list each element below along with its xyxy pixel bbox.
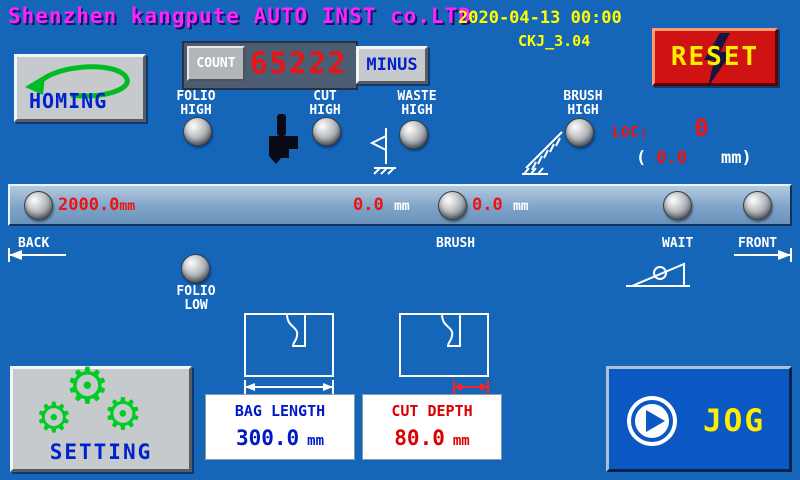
bag-length-box[interactable]: BAG LENGTH 300.0 mm xyxy=(205,394,355,460)
jog-label: JOG xyxy=(703,403,765,439)
minus-label: MINUS xyxy=(366,55,418,75)
brush-icon xyxy=(522,131,563,175)
company-title: Shenzhen kangpute AUTO INST co.LTD xyxy=(8,4,472,28)
pos3-value: 0.0 xyxy=(472,195,503,215)
bag-shape-cut-icon xyxy=(399,313,489,377)
firmware-version: CKJ_3.04 xyxy=(518,32,591,50)
back-position-value: 2000.0mm xyxy=(58,195,135,215)
folio-low-lamp[interactable] xyxy=(181,254,210,283)
waste-icon xyxy=(369,128,396,175)
setting-label: SETTING xyxy=(49,440,153,464)
brush-high-lamp[interactable] xyxy=(565,118,594,147)
zone-front-label: FRONT xyxy=(738,236,778,251)
count-value: 65222 xyxy=(250,46,348,80)
reset-button[interactable]: RESET xyxy=(652,28,778,87)
loc-paren-close: ) xyxy=(741,148,752,168)
loc-paren-open: ( xyxy=(636,148,647,168)
back-limit-arrow-icon xyxy=(8,248,66,262)
folio-high-label: FOLIO HIGH xyxy=(176,89,216,118)
brush-position-value: 0.0 mm xyxy=(353,195,410,215)
cut-depth-box[interactable]: CUT DEPTH 80.0 mm xyxy=(362,394,502,460)
count-label: COUNT xyxy=(196,56,236,71)
setting-button[interactable]: ⚙ ⚙ ⚙ SETTING xyxy=(10,361,192,472)
brush-position-lamp[interactable] xyxy=(438,191,467,220)
counter-panel: COUNT 65222 xyxy=(182,41,358,90)
homing-button[interactable]: HOMING xyxy=(14,54,146,122)
pos2-unit: mm xyxy=(393,199,410,214)
zone-wait-label: WAIT xyxy=(662,236,694,251)
gear-icon: ⚙ xyxy=(35,393,73,442)
bag-shape-length-icon xyxy=(244,313,334,377)
play-icon xyxy=(627,396,677,446)
minus-button[interactable]: MINUS xyxy=(356,46,428,84)
lightning-icon xyxy=(704,33,732,87)
jog-button[interactable]: JOG xyxy=(606,366,792,472)
cut-depth-dim-arrow-icon xyxy=(453,380,489,394)
loc-sub-value: 0.0 xyxy=(656,148,687,168)
datetime-display: 2020-04-13 00:00 xyxy=(458,8,622,28)
gear-icon: ⚙ xyxy=(65,357,110,415)
cut-depth-unit: mm xyxy=(452,433,470,449)
pos2-value: 0.0 xyxy=(353,195,384,215)
zone-brush-label: BRUSH xyxy=(436,236,476,251)
position-bar: 2000.0mm 0.0 mm 0.0 mm xyxy=(8,184,792,226)
loc-sub-unit: mm xyxy=(720,148,742,168)
homing-label: HOMING xyxy=(29,89,108,113)
loc-sub-readout: ( 0.0 mm ) xyxy=(636,148,782,168)
wait-position-value: 0.0 mm xyxy=(472,195,529,215)
back-position-lamp[interactable] xyxy=(24,191,53,220)
cut-depth-value-row: 80.0 mm xyxy=(363,426,501,450)
cut-depth-title: CUT DEPTH xyxy=(391,402,473,420)
reset-label: RESET xyxy=(670,42,760,72)
wait-position-lamp[interactable] xyxy=(663,191,692,220)
pos3-unit: mm xyxy=(512,199,529,214)
pos1-value: 2000.0 xyxy=(58,195,120,215)
zone-back-label: BACK xyxy=(18,236,50,251)
loc-value: 0 xyxy=(694,114,709,142)
cut-depth-value: 80.0 xyxy=(394,426,445,450)
waste-high-lamp[interactable] xyxy=(399,120,428,149)
bag-length-unit: mm xyxy=(307,433,325,449)
brush-high-label: BRUSH HIGH xyxy=(563,89,603,118)
bag-length-value: 300.0 xyxy=(235,426,300,450)
return-arrow-icon xyxy=(25,64,130,99)
cut-high-label: CUT HIGH xyxy=(309,89,341,118)
cutter-knife-icon xyxy=(269,114,298,164)
cut-high-lamp[interactable] xyxy=(312,117,341,146)
ramp-icon xyxy=(626,262,690,287)
pos1-unit: mm xyxy=(119,199,136,214)
bag-length-value-row: 300.0 mm xyxy=(206,426,354,450)
gear-icon: ⚙ xyxy=(103,389,143,440)
waste-high-label: WASTE HIGH xyxy=(397,89,437,118)
front-position-lamp[interactable] xyxy=(743,191,772,220)
bag-length-title: BAG LENGTH xyxy=(234,402,326,420)
count-button[interactable]: COUNT xyxy=(187,46,245,81)
folio-low-label: FOLIO LOW xyxy=(176,284,216,313)
folio-high-lamp[interactable] xyxy=(183,117,212,146)
bag-length-dim-arrow-icon xyxy=(244,380,334,394)
loc-label: LOC: xyxy=(612,123,649,141)
front-limit-arrow-icon xyxy=(734,248,792,262)
